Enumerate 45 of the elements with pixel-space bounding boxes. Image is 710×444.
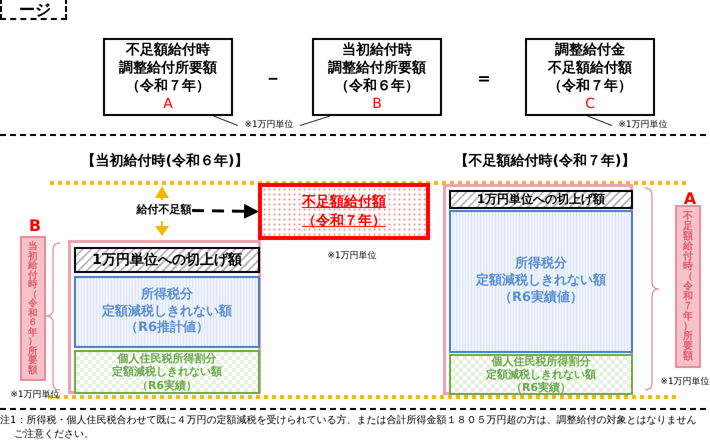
unit-note: ※1万円単位 — [659, 376, 710, 388]
footnote-text: 注1：所得税・個人住民税合わせて既に４万円の定額減税を受けられている方、または合計所得金額１８０５万円超の方は、調整給付の対象とはなりません — [0, 414, 698, 427]
income-tax-box — [449, 210, 633, 353]
formula-box — [525, 38, 655, 116]
stack-frame — [443, 184, 633, 395]
income-tax-box — [74, 276, 260, 348]
box-text: 所得税分定額減税しきれない額（R6推計値） — [102, 286, 232, 338]
formula-box — [103, 38, 233, 116]
term-letter: C — [585, 95, 595, 114]
arrow — [192, 204, 259, 219]
operator-sign: ＝ — [474, 67, 494, 88]
box-text: 所得税分定額減税しきれない額（R6実績値） — [476, 256, 606, 307]
hatched-bar — [74, 247, 260, 273]
title-box: ージ — [0, 0, 67, 20]
box-text: 当初給付時調整給付所要額（令和６年） — [328, 40, 426, 96]
box-text: 不足額給付額（令和７年） — [302, 193, 386, 230]
term-letter: A — [163, 95, 173, 114]
box-text: 1万円単位への切上げ額 — [476, 192, 606, 208]
note-text: ※1万円単位 — [244, 120, 294, 132]
box-text: 給付不足額 — [136, 203, 192, 218]
resident-tax-box — [74, 350, 260, 394]
hatched-bar — [449, 190, 633, 209]
unit-note: ※1万円単位 — [9, 388, 61, 401]
box-text: 当初給付時（令和６年）所要額 — [28, 242, 38, 375]
resident-tax-box — [449, 354, 633, 395]
formula-box — [312, 38, 442, 116]
box-text: 不足額給付時調整給付所要額（令和７年） — [119, 40, 217, 96]
box-text: 不足額給付時（令和７年）所要額 — [683, 212, 693, 362]
unit-note: ※1万円単位 — [326, 250, 378, 262]
box-text: 調整給付金不足額給付額（令和７年） — [548, 40, 632, 96]
box-text: 1万円単位への切上げ額 — [92, 250, 242, 270]
term-letter: B — [28, 216, 42, 234]
note-text: ※1万円単位 — [618, 120, 668, 132]
operator-sign: － — [263, 67, 283, 88]
section-heading: 【不足額給付時(令和７年)】 — [454, 152, 636, 170]
box-text: 個人住民税所得割分定額減税しきれない額（R6実績） — [112, 352, 222, 392]
section-heading: 【当初給付時(令和６年)】 — [80, 152, 250, 170]
term-letter: B — [372, 95, 382, 114]
stack-frame — [68, 240, 261, 394]
leader-line — [213, 116, 238, 126]
footnote-text: ご注意ください。 — [14, 428, 95, 441]
box-text: 個人住民税所得割分定額減税しきれない額（R6実績） — [486, 354, 596, 394]
term-letter: A — [682, 189, 698, 207]
leader-line — [300, 116, 331, 126]
leader-line — [587, 116, 612, 126]
